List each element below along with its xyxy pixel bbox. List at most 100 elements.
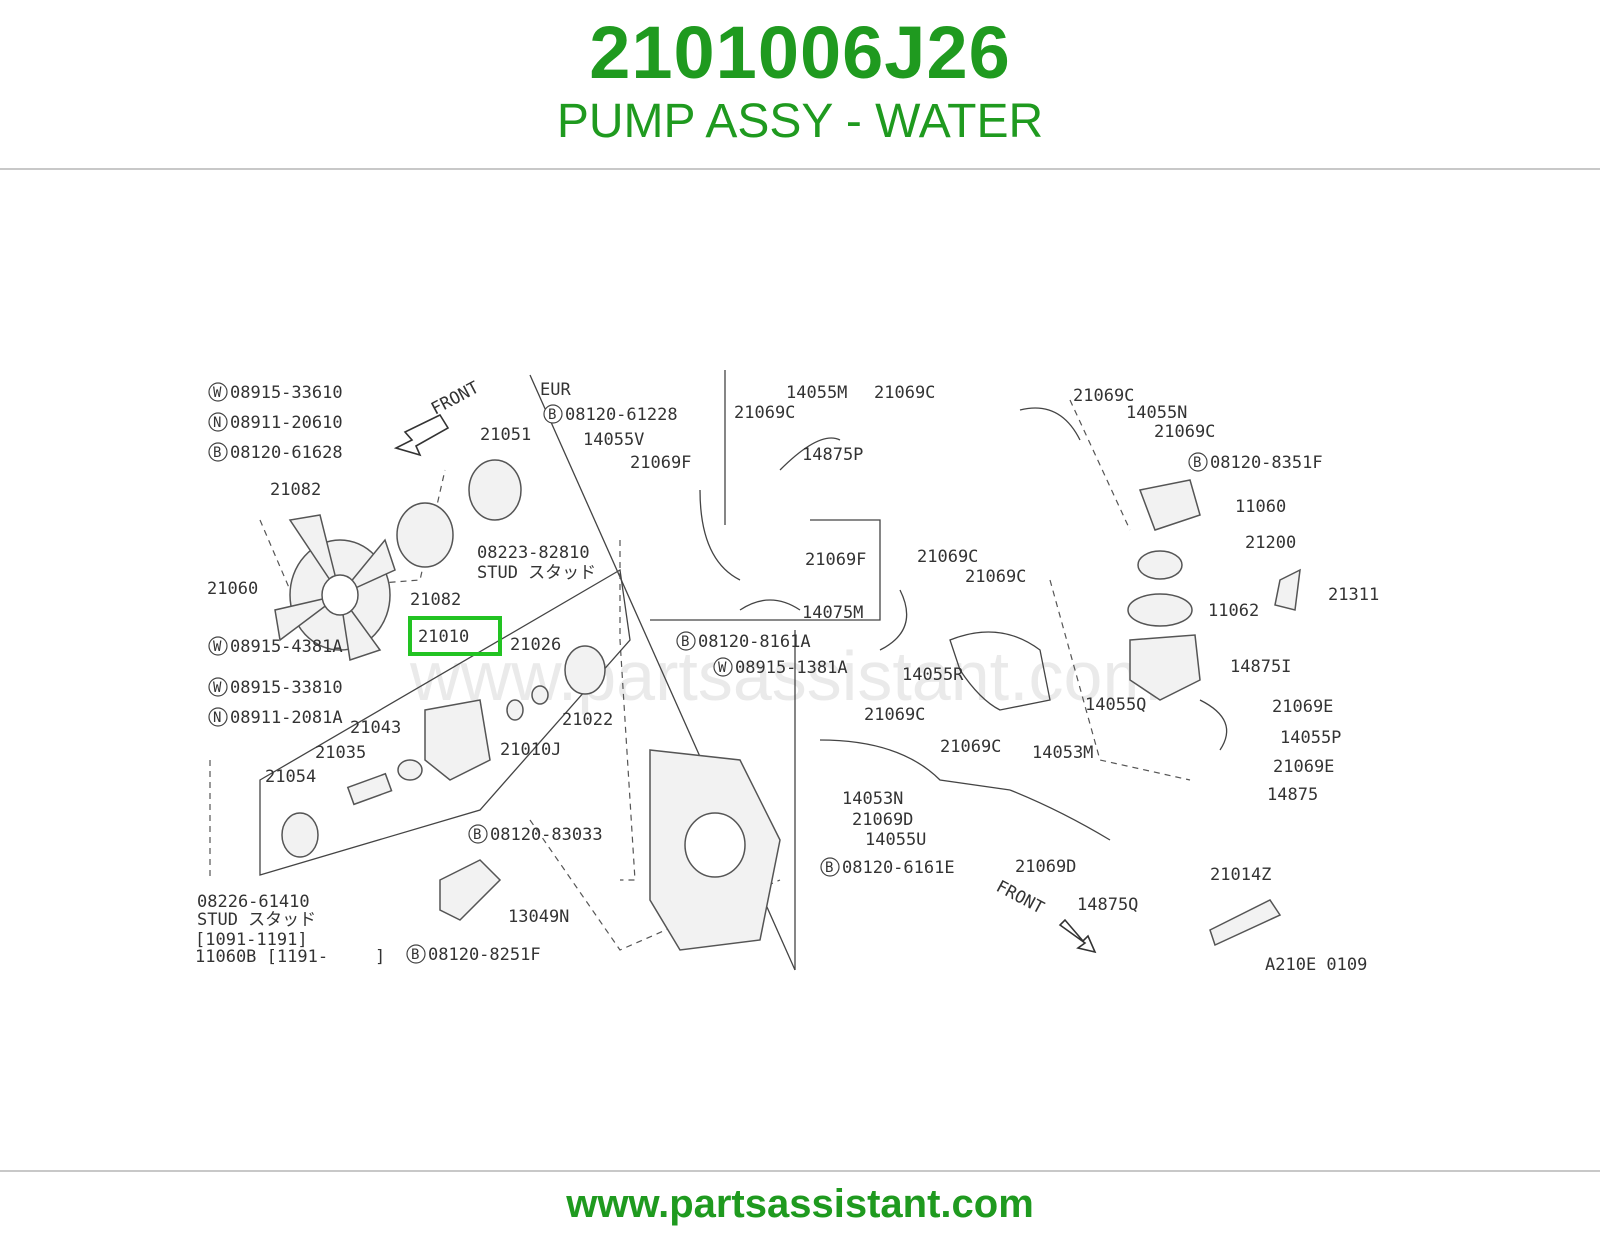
hose-14055n	[1019, 407, 1081, 441]
callout-p-range2: 11060B [1191-	[195, 947, 328, 967]
callout-p-14055r: 14055R	[902, 665, 964, 685]
callout-prefix-badge	[713, 657, 733, 677]
part-name: PUMP ASSY - WATER	[556, 95, 1044, 148]
callout-w-08915-33610: 08915-33610	[230, 383, 343, 403]
callout-prefix-badge	[543, 404, 563, 424]
callout-prefix: B	[681, 634, 689, 650]
callout-p-21051: 21051	[480, 425, 531, 445]
hose-14055u	[1009, 789, 1111, 841]
diagram-code: A210E 0109	[1265, 955, 1367, 975]
eur-box	[650, 519, 881, 621]
callout-b-08120-6161e: 08120-6161E	[842, 858, 955, 878]
callout-p-14053n: 14053N	[842, 789, 903, 809]
callout-prefix: B	[1193, 455, 1201, 471]
hose-14055p	[1199, 699, 1228, 751]
callout-prefix-badge	[1188, 452, 1208, 472]
seal-21026	[531, 685, 549, 705]
callout-b-08120-8251f: 08120-8251F	[428, 945, 541, 965]
part-number: 2101006J26	[589, 11, 1011, 94]
front-arrow-right-icon	[1058, 918, 1097, 954]
gasket-21043	[397, 759, 423, 781]
callout-prefix-badge	[208, 382, 228, 402]
callout-prefix-badge	[208, 636, 228, 656]
callout-b-08120-8351f: 08120-8351F	[1210, 453, 1323, 473]
pulley-21022	[564, 645, 606, 695]
callout-p-21054: 21054	[265, 767, 316, 787]
callout-p-08226: 08226-61410	[197, 892, 310, 912]
parts-diagram: www.partsassistant.com	[180, 340, 1420, 1000]
callout-prefix: W	[213, 639, 222, 655]
callout-b-08120-61228: 08120-61228	[565, 405, 678, 425]
callout-p-range2end: ]	[375, 947, 385, 967]
hose-14055m	[779, 437, 841, 471]
callout-p-stud2: STUD スタッド	[197, 910, 316, 930]
callout-p-stud1: STUD スタッド	[477, 563, 596, 583]
callout-prefix-badge	[406, 944, 426, 964]
pump-outline	[619, 540, 636, 881]
callout-p-21010j: 21010J	[500, 740, 561, 760]
footer-site[interactable]: www.partsassistant.com	[566, 1182, 1034, 1226]
pump-frame	[259, 568, 631, 876]
callout-prefix-badge	[208, 412, 228, 432]
callout-b-08120-61628: 08120-61628	[230, 443, 343, 463]
callout-prefix: N	[213, 710, 221, 726]
callout-p-21069c-6: 21069C	[965, 567, 1026, 587]
callout-prefix-badge	[468, 824, 488, 844]
callout-p-14875p: 14875P	[802, 445, 863, 465]
water-pump-body	[424, 699, 491, 781]
cover-outline	[529, 819, 781, 951]
callout-p-21069c-1: 21069C	[734, 403, 795, 423]
callout-p-14053m: 14053M	[1032, 743, 1093, 763]
pipe-14053n	[819, 739, 1011, 791]
callout-p-08223: 08223-82810	[477, 543, 590, 563]
thermostat-21200	[1137, 550, 1183, 580]
callout-w-08915-1381a: 08915-1381A	[735, 658, 848, 678]
callout-p-14875i: 14875I	[1230, 657, 1291, 677]
callout-p-21035: 21035	[315, 743, 366, 763]
callout-b-08120-8161a: 08120-8161A	[698, 632, 811, 652]
callout-prefix: W	[718, 660, 727, 676]
callout-w-08915-33810: 08915-33810	[230, 678, 343, 698]
front-label-right: FRONT	[993, 877, 1048, 919]
callout-p-21014z: 21014Z	[1210, 865, 1271, 885]
callout-w-08915-4381a: 08915-4381A	[230, 637, 343, 657]
fan-outline	[259, 469, 446, 591]
callout-p-21082b: 21082	[410, 590, 461, 610]
callout-p-14055m: 14055M	[786, 383, 847, 403]
highlighted-part-box[interactable]	[408, 616, 502, 656]
callout-prefix: B	[548, 407, 556, 423]
callout-b-08120-83033: 08120-83033	[490, 825, 603, 845]
callout-p-11060: 11060	[1235, 497, 1286, 517]
sealant-tube-21014z	[1209, 899, 1282, 947]
callout-prefix-badge	[208, 677, 228, 697]
bracket-21311	[1274, 568, 1301, 611]
callout-p-14055n: 14055N	[1126, 403, 1187, 423]
callout-p-21200: 21200	[1245, 533, 1296, 553]
callout-p-21069c-3: 21069C	[1073, 386, 1134, 406]
hose-14053m	[949, 631, 1051, 711]
callout-p-21069c-5: 21069C	[917, 547, 978, 567]
front-arrow-left-icon	[393, 413, 450, 457]
inlet-13049n	[439, 859, 502, 921]
footer-divider	[0, 1170, 1600, 1172]
seal-21010j	[506, 699, 524, 721]
callout-prefix: B	[213, 445, 221, 461]
callout-p-21069c-7: 21069C	[864, 705, 925, 725]
hose-14075m	[739, 599, 801, 611]
clutch-21082	[396, 502, 454, 568]
callout-p-21082a: 21082	[270, 480, 321, 500]
callout-p-range1: [1091-1191]	[195, 930, 308, 950]
callout-p-eur: EUR	[540, 380, 571, 400]
callout-p-21069e-1: 21069E	[1272, 697, 1333, 717]
water-outlet-11060	[1138, 479, 1201, 531]
callout-p-11062: 11062	[1208, 601, 1259, 621]
callout-p-14875q: 14875Q	[1077, 895, 1138, 915]
callout-p-21010[interactable]: 21010	[418, 627, 469, 647]
impeller-21054	[281, 812, 319, 858]
callout-prefix: N	[213, 415, 221, 431]
callout-p-21026: 21026	[510, 635, 561, 655]
callout-p-21069f-b: 21069F	[805, 550, 866, 570]
callout-p-21060: 21060	[207, 579, 258, 599]
callout-p-14055p: 14055P	[1280, 728, 1341, 748]
